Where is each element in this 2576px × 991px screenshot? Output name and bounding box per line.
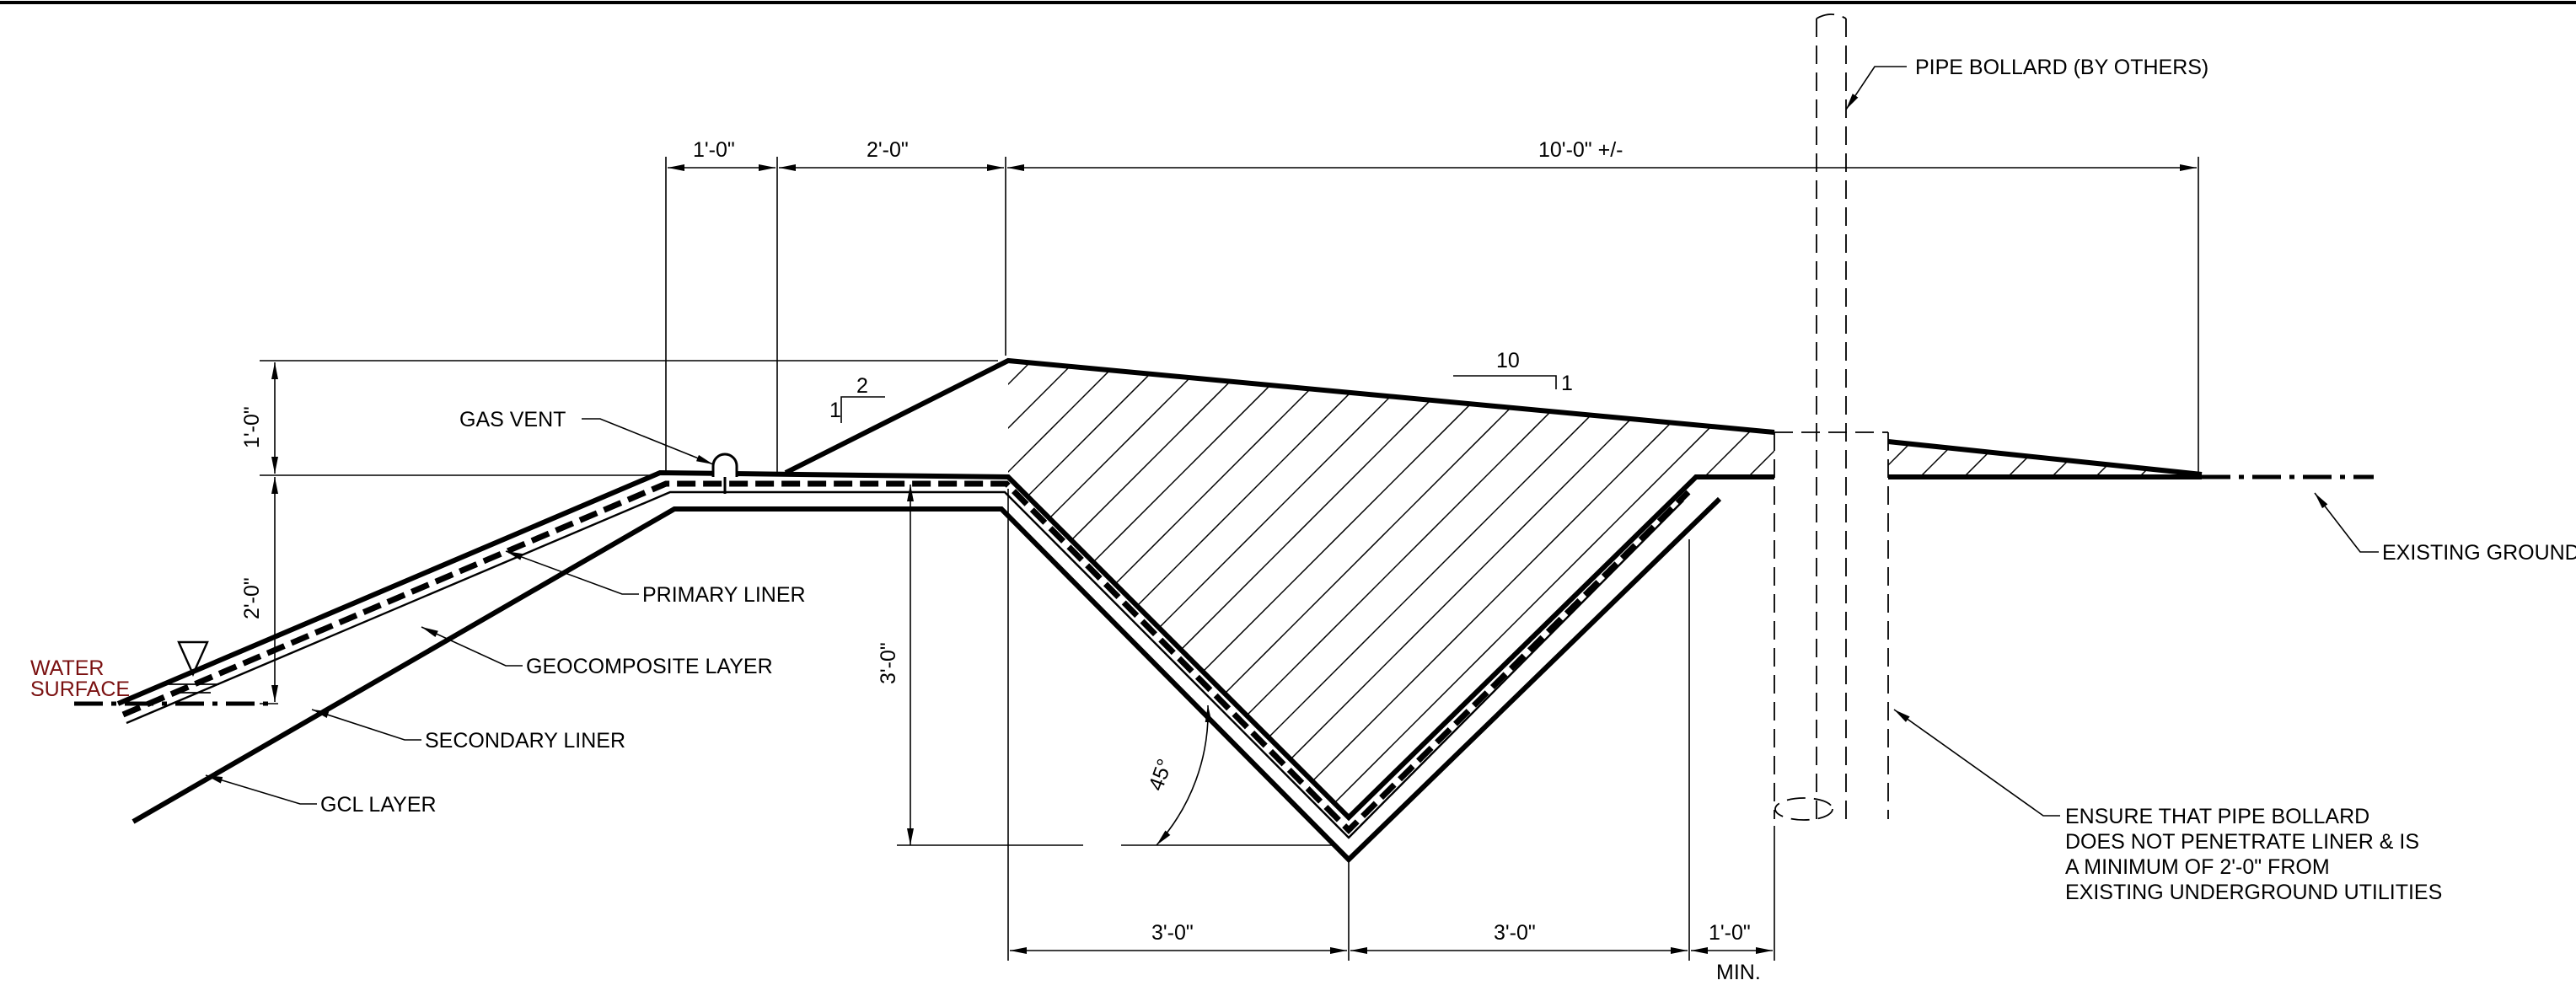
ensure-note: ENSURE THAT PIPE BOLLARD DOES NOT PENETR… bbox=[2065, 805, 2442, 904]
hatch-line bbox=[1008, 361, 1451, 817]
dim-bollard-clearance: 1'-0" bbox=[1709, 921, 1751, 945]
hatch-line bbox=[1008, 361, 1275, 817]
dimension-lines bbox=[260, 157, 2199, 961]
berm-top-surface-right bbox=[1887, 439, 2203, 477]
svg-text:1: 1 bbox=[829, 399, 841, 422]
hatch-line bbox=[1557, 361, 1774, 817]
hatch-line bbox=[1732, 361, 1774, 817]
geocomposite-layer bbox=[121, 480, 1691, 834]
hatch-line bbox=[1008, 361, 1188, 817]
hatch-line bbox=[1777, 421, 1844, 489]
gcl-layer bbox=[131, 496, 1722, 864]
ensure-note-line-2: DOES NOT PENETRATE LINER & IS bbox=[2065, 830, 2419, 854]
hatch-line bbox=[1008, 361, 1319, 817]
hatch-line bbox=[1250, 361, 1758, 817]
water-surface-symbol bbox=[169, 640, 219, 694]
svg-text:2: 2 bbox=[856, 374, 868, 398]
ensure-note-line-4: EXISTING UNDERGROUND UTILITIES bbox=[2065, 881, 2442, 904]
primary-liner bbox=[116, 469, 1774, 822]
label-gcl-layer: GCL LAYER bbox=[320, 793, 437, 817]
hatch-line bbox=[1008, 361, 1232, 817]
label-water-surface-1: WATER bbox=[30, 656, 105, 680]
hatch-line bbox=[1008, 361, 1100, 817]
dim-vent-to-crest: 2'-0" bbox=[867, 138, 909, 162]
ensure-note-line-1: ENSURE THAT PIPE BOLLARD bbox=[2065, 805, 2369, 828]
dim-trench-angle: 45° bbox=[1144, 756, 1177, 794]
berm-top-surface bbox=[784, 357, 1775, 475]
label-water-surface-2: SURFACE bbox=[30, 678, 130, 701]
label-primary-liner: PRIMARY LINER bbox=[642, 583, 806, 607]
slope-indicator-left: 1 2 bbox=[829, 374, 885, 423]
dim-trench-right-width: 3'-0" bbox=[1494, 921, 1536, 945]
hatch-line bbox=[1601, 361, 1774, 817]
hatch-line bbox=[1008, 361, 1144, 817]
hatch-line bbox=[1688, 361, 1774, 817]
dim-water-to-crest: 2'-0" bbox=[240, 577, 264, 619]
dim-bollard-clearance-note: MIN. bbox=[1716, 961, 1761, 984]
ensure-note-line-3: A MINIMUM OF 2'-0" FROM bbox=[2065, 855, 2330, 879]
hatch-line bbox=[1425, 361, 1774, 817]
pipe-bollard bbox=[1774, 13, 1889, 821]
hatch-line bbox=[1008, 361, 1407, 817]
hatch-line bbox=[1382, 361, 1774, 817]
svg-text:1: 1 bbox=[1561, 372, 1573, 395]
slope-indicator-top: 10 1 bbox=[1453, 349, 1573, 395]
label-secondary-liner: SECONDARY LINER bbox=[425, 729, 625, 753]
label-gas-vent: GAS VENT bbox=[459, 408, 566, 431]
hatch-line bbox=[1908, 442, 1977, 474]
svg-text:10: 10 bbox=[1496, 349, 1520, 372]
dim-vent-offset: 1'-0" bbox=[693, 138, 735, 162]
leader-lines bbox=[205, 66, 2379, 817]
dim-trench-depth: 3'-0" bbox=[877, 642, 900, 684]
gas-vent-icon bbox=[711, 453, 738, 494]
dim-trench-left-width: 3'-0" bbox=[1151, 921, 1194, 945]
label-existing-ground: EXISTING GROUND bbox=[2382, 541, 2576, 565]
hatch-line bbox=[1777, 337, 2283, 843]
dim-berm-height: 1'-0" bbox=[240, 406, 264, 448]
dim-crest-to-ground: 10'-0" +/- bbox=[1538, 138, 1623, 162]
hatch-line bbox=[1888, 442, 1889, 474]
hatch-line bbox=[1206, 361, 1714, 817]
hatch-line bbox=[1645, 361, 1774, 817]
hatch-line bbox=[1951, 442, 2021, 474]
label-geocomposite-layer: GEOCOMPOSITE LAYER bbox=[526, 655, 773, 678]
label-pipe-bollard: PIPE BOLLARD (BY OTHERS) bbox=[1915, 56, 2208, 79]
secondary-liner bbox=[126, 490, 1684, 839]
hatch-line bbox=[1888, 442, 1933, 474]
